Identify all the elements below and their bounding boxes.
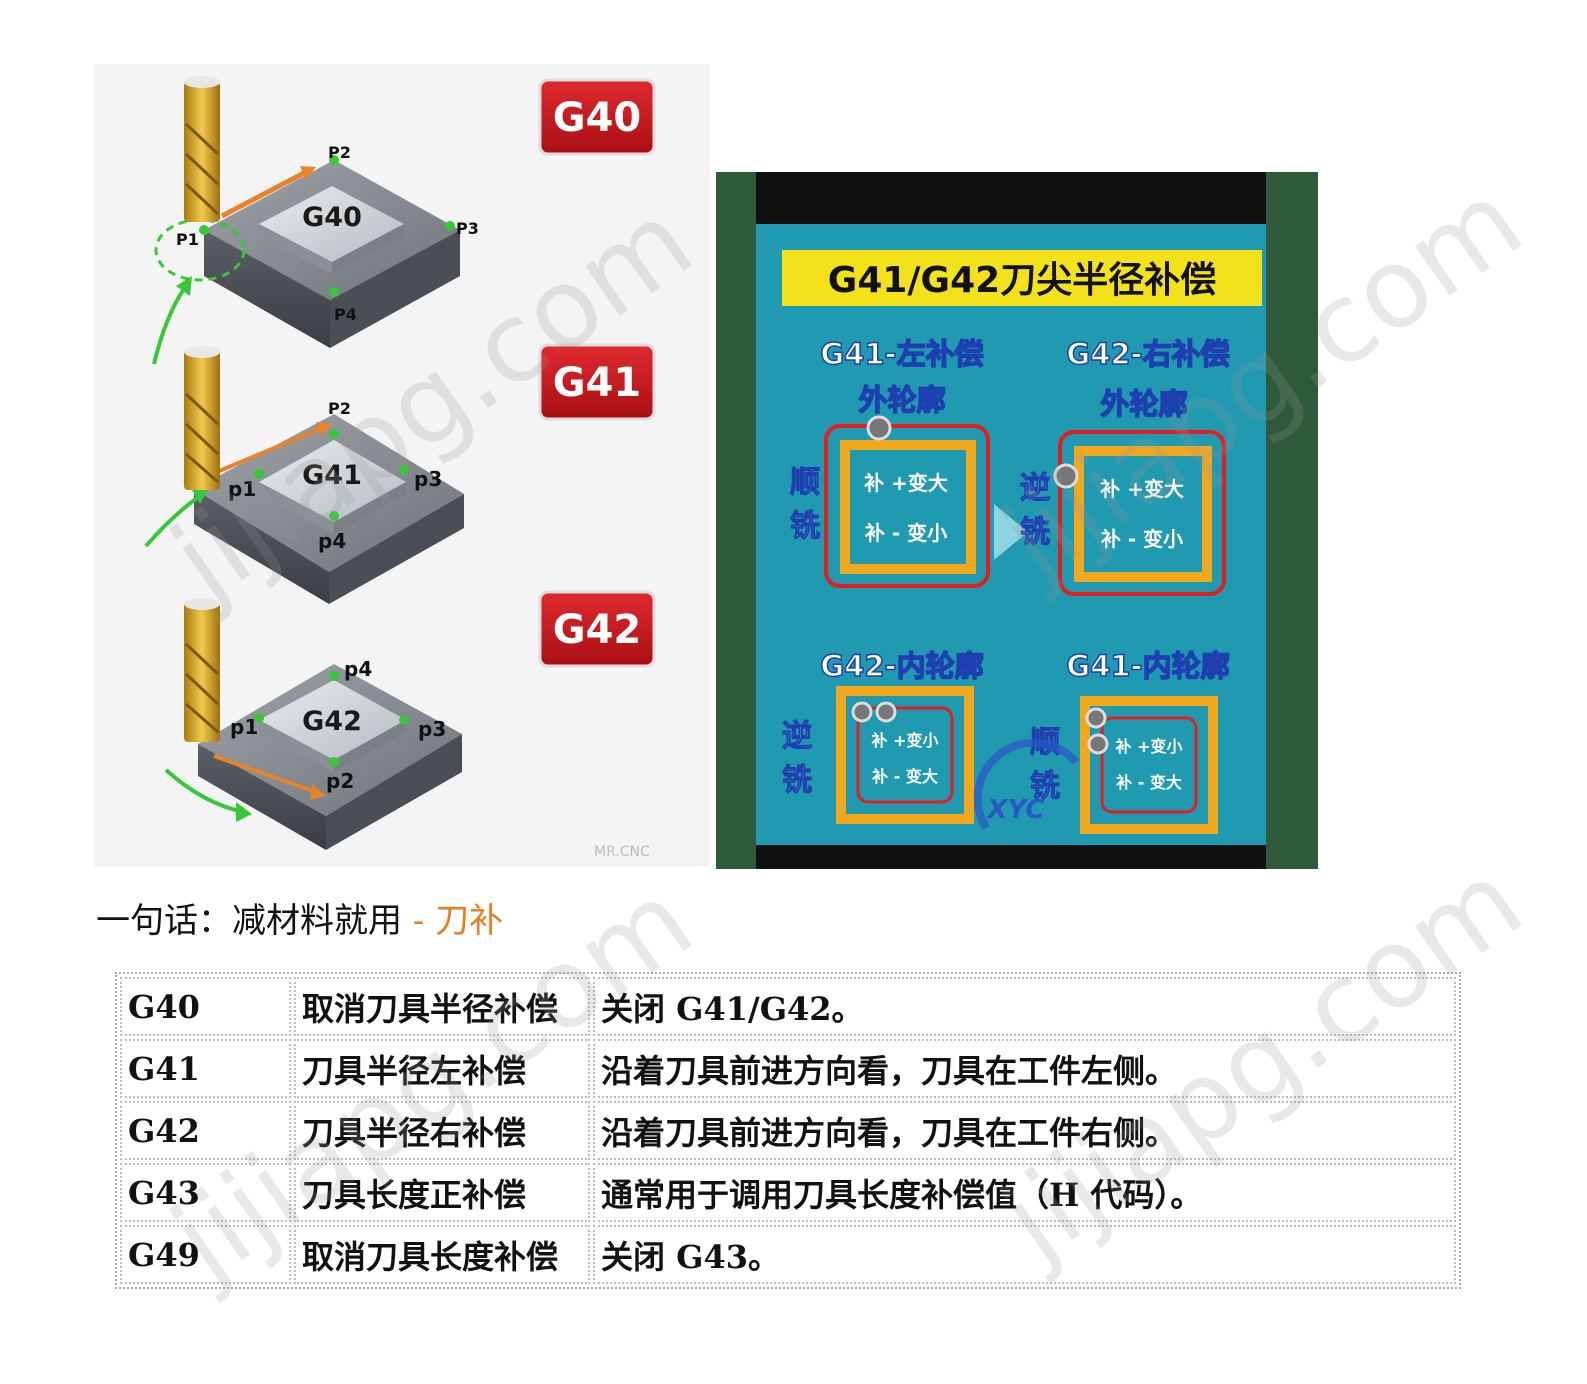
name-cell: 刀具半径左补偿 <box>294 1039 590 1098</box>
svg-text:补 - 变大: 补 - 变大 <box>871 767 938 786</box>
svg-text:P3: P3 <box>456 219 479 238</box>
block-g40: G40 P1 P2 P3 P4 <box>152 76 479 365</box>
endmill-icon <box>184 598 220 742</box>
panel-g42-outer: 补 +变大 补 - 变小 <box>1053 430 1226 596</box>
svg-text:p3: p3 <box>414 467 442 491</box>
gear-icon <box>1087 733 1109 755</box>
block-g41: G41 p1 P2 p3 p4 <box>144 346 464 604</box>
play-icon <box>994 504 1028 560</box>
right-figure: G41/G42刀尖半径补偿 G41-左补偿 G42-右补偿 外轮廓 外轮廓 补 … <box>716 172 1318 869</box>
code-cell: G43 <box>120 1163 291 1222</box>
svg-text:逆: 逆 <box>1020 471 1050 506</box>
svg-text:p3: p3 <box>418 717 446 741</box>
desc-cell: 通常用于调用刀具长度补偿值（H 代码）。 <box>593 1163 1456 1222</box>
panel-heading: G42-内轮廓 <box>820 649 983 683</box>
xyc-logo: XYC <box>973 738 1080 831</box>
table-row: G42 刀具半径右补偿 沿着刀具前进方向看，刀具在工件右侧。 <box>120 1101 1456 1160</box>
gear-icon <box>875 701 897 723</box>
table-row: G40 取消刀具半径补偿 关闭 G41/G42。 <box>120 977 1456 1036</box>
badge-g41: G41 <box>538 343 656 421</box>
endmill-icon <box>184 346 220 490</box>
svg-text:p4: p4 <box>318 529 346 553</box>
table-row: G41 刀具半径左补偿 沿着刀具前进方向看，刀具在工件左侧。 <box>120 1039 1456 1098</box>
endmill-icon <box>184 76 220 222</box>
title-band <box>782 250 1262 306</box>
left-figure: G40 G41 G42 G40 P1 P2 P3 <box>94 64 710 867</box>
corner-brand-text: MR.CNC <box>594 844 650 860</box>
svg-text:铣: 铣 <box>1030 769 1060 804</box>
svg-text:XYC: XYC <box>985 795 1044 825</box>
caption-highlight: - 刀补 <box>402 901 504 941</box>
name-cell: 取消刀具半径补偿 <box>294 977 590 1036</box>
svg-text:p4: p4 <box>344 657 372 681</box>
desc-cell: 沿着刀具前进方向看，刀具在工件右侧。 <box>593 1101 1456 1160</box>
svg-text:补 - 变小: 补 - 变小 <box>1100 527 1183 551</box>
gcode-table: G40 取消刀具半径补偿 关闭 G41/G42。 G41 刀具半径左补偿 沿着刀… <box>115 972 1461 1289</box>
panel-heading: G42-右补偿 <box>1066 337 1229 371</box>
svg-text:补 +变小: 补 +变小 <box>871 731 939 750</box>
svg-text:铣: 铣 <box>1020 515 1050 550</box>
panel-g41-outer: 补 +变大 补 - 变小 <box>824 415 990 588</box>
summary-caption: 一句话：减材料就用 - 刀补 <box>96 893 503 942</box>
panel-subheading: 外轮廓 <box>858 383 945 417</box>
code-cell: G42 <box>120 1101 291 1160</box>
svg-text:P2: P2 <box>328 143 351 162</box>
svg-text:p1: p1 <box>228 477 256 501</box>
gear-icon <box>851 701 873 723</box>
g41-g42-compensation-diagram: G41/G42刀尖半径补偿 G41-左补偿 G42-右补偿 外轮廓 外轮廓 补 … <box>756 172 1266 869</box>
code-cell: G41 <box>120 1039 291 1098</box>
panel-g42-inner: 补 +变小 补 - 变大 <box>836 686 974 824</box>
code-cell: G49 <box>120 1225 291 1284</box>
name-cell: 取消刀具长度补偿 <box>294 1225 590 1284</box>
svg-text:铣: 铣 <box>782 763 812 798</box>
desc-cell: 沿着刀具前进方向看，刀具在工件左侧。 <box>593 1039 1456 1098</box>
svg-text:补 +变大: 补 +变大 <box>1099 477 1184 501</box>
name-cell: 刀具半径右补偿 <box>294 1101 590 1160</box>
diagram-title: G41/G42刀尖半径补偿 <box>828 260 1216 301</box>
panel-heading: G41-内轮廓 <box>1066 649 1229 683</box>
svg-text:补 - 变大: 补 - 变大 <box>1115 773 1182 792</box>
desc-cell: 关闭 G43。 <box>593 1225 1456 1284</box>
milling-direction: 顺 <box>790 465 820 500</box>
block-g42: G42 p1 p4 p3 p2 <box>164 598 462 850</box>
gear-icon <box>866 415 892 441</box>
svg-text:P2: P2 <box>328 399 351 418</box>
svg-text:补 - 变小: 补 - 变小 <box>864 521 947 545</box>
badge-g42: G42 <box>538 590 656 668</box>
table-row: G43 刀具长度正补偿 通常用于调用刀具长度补偿值（H 代码）。 <box>120 1163 1456 1222</box>
svg-text:P1: P1 <box>176 230 199 249</box>
svg-text:铣: 铣 <box>790 509 820 544</box>
svg-text:G41: G41 <box>553 360 642 406</box>
svg-text:逆: 逆 <box>782 719 812 754</box>
block-label: G40 <box>302 202 362 233</box>
block-label: G42 <box>302 706 362 737</box>
block-label: G41 <box>302 460 362 491</box>
gear-icon <box>1085 707 1107 729</box>
code-cell: G40 <box>120 977 291 1036</box>
caption-text: 一句话：减材料就用 <box>96 901 402 941</box>
gear-icon <box>1053 463 1079 489</box>
svg-text:补 +变大: 补 +变大 <box>863 471 948 495</box>
svg-text:p1: p1 <box>230 715 258 739</box>
svg-text:G42: G42 <box>553 607 642 653</box>
desc-cell: 关闭 G41/G42。 <box>593 977 1456 1036</box>
svg-text:G40: G40 <box>553 95 642 141</box>
svg-text:P4: P4 <box>334 305 357 324</box>
badge-g40: G40 <box>538 78 656 156</box>
svg-text:补 +变小: 补 +变小 <box>1115 737 1183 756</box>
g40-g41-g42-illustration: G40 G41 G42 G40 P1 P2 P3 <box>144 76 656 860</box>
name-cell: 刀具长度正补偿 <box>294 1163 590 1222</box>
table-row: G49 取消刀具长度补偿 关闭 G43。 <box>120 1225 1456 1284</box>
panel-g41-inner: 补 +变小 补 - 变大 <box>1080 696 1218 834</box>
panel-subheading: 外轮廓 <box>1100 387 1187 421</box>
svg-text:p2: p2 <box>326 769 354 793</box>
panel-heading: G41-左补偿 <box>820 337 983 371</box>
